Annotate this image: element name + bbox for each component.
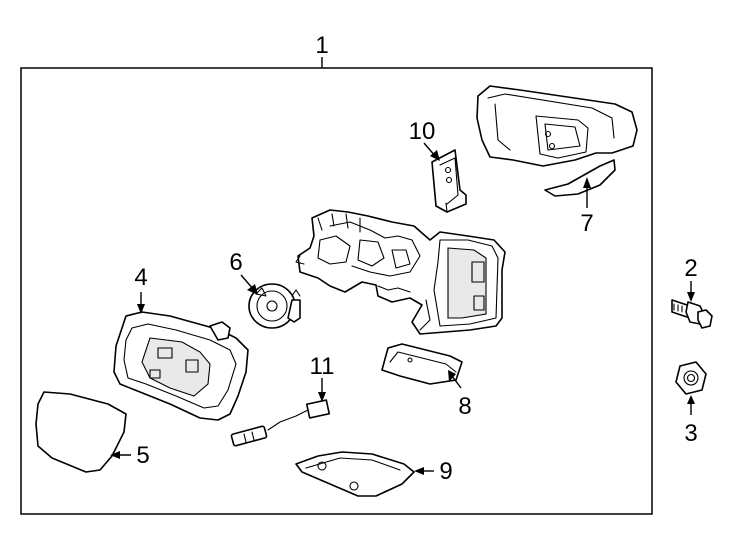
callout-3: 3 xyxy=(684,420,697,447)
arrow-5 xyxy=(110,451,120,459)
callout-8: 8 xyxy=(458,393,471,420)
part-8-signal-lamp xyxy=(381,343,463,385)
part-3-nut xyxy=(675,361,707,395)
leader-8 xyxy=(451,375,462,389)
callout-10: 10 xyxy=(409,118,436,145)
arrow-6 xyxy=(247,284,258,295)
arrow-4 xyxy=(137,304,145,314)
callout-1: 1 xyxy=(315,32,328,59)
callout-11: 11 xyxy=(310,353,335,380)
arrow-11 xyxy=(318,392,326,402)
part-2-bolt xyxy=(671,299,713,329)
arrow-9 xyxy=(414,467,424,475)
arrow-7 xyxy=(583,177,591,188)
part-4-backing-plate xyxy=(113,311,249,421)
part-6-motor-disc xyxy=(248,283,301,329)
arrow-10 xyxy=(430,150,440,161)
arrow-8 xyxy=(448,370,456,382)
part-7-housing-cover xyxy=(476,85,638,197)
part-9-lower-cover xyxy=(295,451,415,497)
callout-2: 2 xyxy=(684,255,697,282)
arrow-3 xyxy=(687,395,695,404)
part-10-bracket xyxy=(431,149,467,213)
callout-6: 6 xyxy=(229,249,242,276)
part-5-mirror-glass xyxy=(35,391,127,473)
actuator-assembly xyxy=(295,209,506,335)
assembly-frame xyxy=(20,67,653,515)
callout-7: 7 xyxy=(580,210,593,237)
part-11-wire-harness xyxy=(230,399,331,447)
callout-5: 5 xyxy=(136,442,149,469)
arrow-2 xyxy=(687,292,695,302)
callout-4: 4 xyxy=(134,264,147,291)
callout-9: 9 xyxy=(439,458,452,485)
